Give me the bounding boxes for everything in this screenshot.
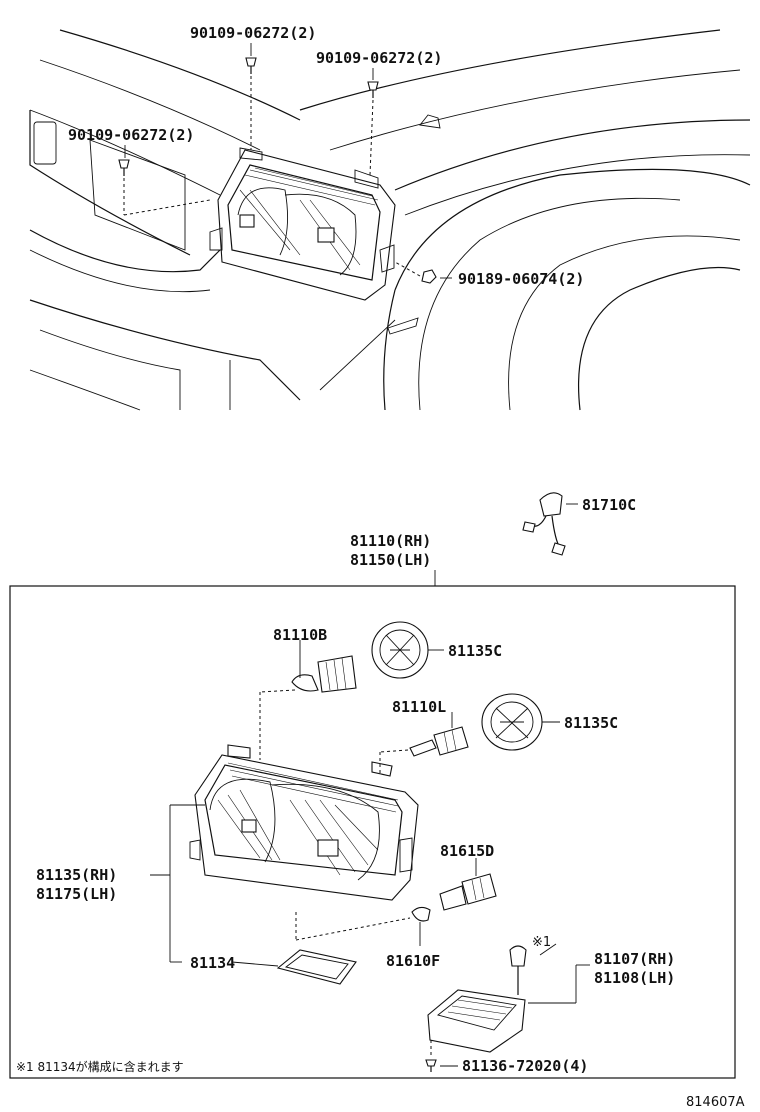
label-assy-rh: 81110(RH) <box>350 532 431 550</box>
label-gasket: 81134 <box>190 954 235 972</box>
bulb-81110l-part <box>409 726 469 757</box>
screw-icon <box>425 1040 437 1072</box>
socket-81615d-part <box>439 873 497 911</box>
nut-icon <box>394 261 437 284</box>
bulb-81110b-part <box>291 655 357 693</box>
label-bulb-f: 81610F <box>386 952 440 970</box>
label-cover-c1: 81135C <box>448 642 502 660</box>
assembly-box <box>9 585 736 1079</box>
bolt-icon-c <box>118 159 211 216</box>
gasket-81134-part <box>276 949 357 985</box>
wire-harness-part <box>522 492 566 556</box>
label-bolt-c: 90109-06272(2) <box>68 126 194 144</box>
vehicle-front-view <box>29 29 751 411</box>
label-unit-rh: 81135(RH) <box>36 866 117 884</box>
diagram-code: 814607A <box>686 1095 745 1110</box>
label-socket: 81615D <box>440 842 494 860</box>
label-cover-c2: 81135C <box>564 714 618 732</box>
headlamp-unit-exploded <box>189 744 419 901</box>
bolt-icon-a <box>245 57 257 150</box>
label-wire: 81710C <box>582 496 636 514</box>
label-bolt-a: 90109-06272(2) <box>190 24 316 42</box>
label-bulb-b: 81110B <box>273 626 327 644</box>
label-assy-lh: 81150(LH) <box>350 551 431 569</box>
cover-81135c-mid-part <box>481 693 543 751</box>
bulb-81610f-part <box>411 906 431 922</box>
label-unit-lh: 81175(LH) <box>36 885 117 903</box>
footnote: ※1 81134が構成に含まれます <box>16 1059 184 1074</box>
label-bolt-b: 90109-06272(2) <box>316 49 442 67</box>
ballast-part <box>427 945 527 1053</box>
label-nut: 90189-06074(2) <box>458 270 584 288</box>
bolt-icon-b <box>367 81 379 176</box>
label-screw: 81136-72020(4) <box>462 1057 588 1075</box>
note-mark: ※1 <box>532 935 551 950</box>
label-ballast-lh: 81108(LH) <box>594 969 675 987</box>
label-bulb-l: 81110L <box>392 698 446 716</box>
headlamp-installed <box>209 147 396 301</box>
label-ballast-rh: 81107(RH) <box>594 950 675 968</box>
cover-81135c-top-part <box>371 621 429 679</box>
